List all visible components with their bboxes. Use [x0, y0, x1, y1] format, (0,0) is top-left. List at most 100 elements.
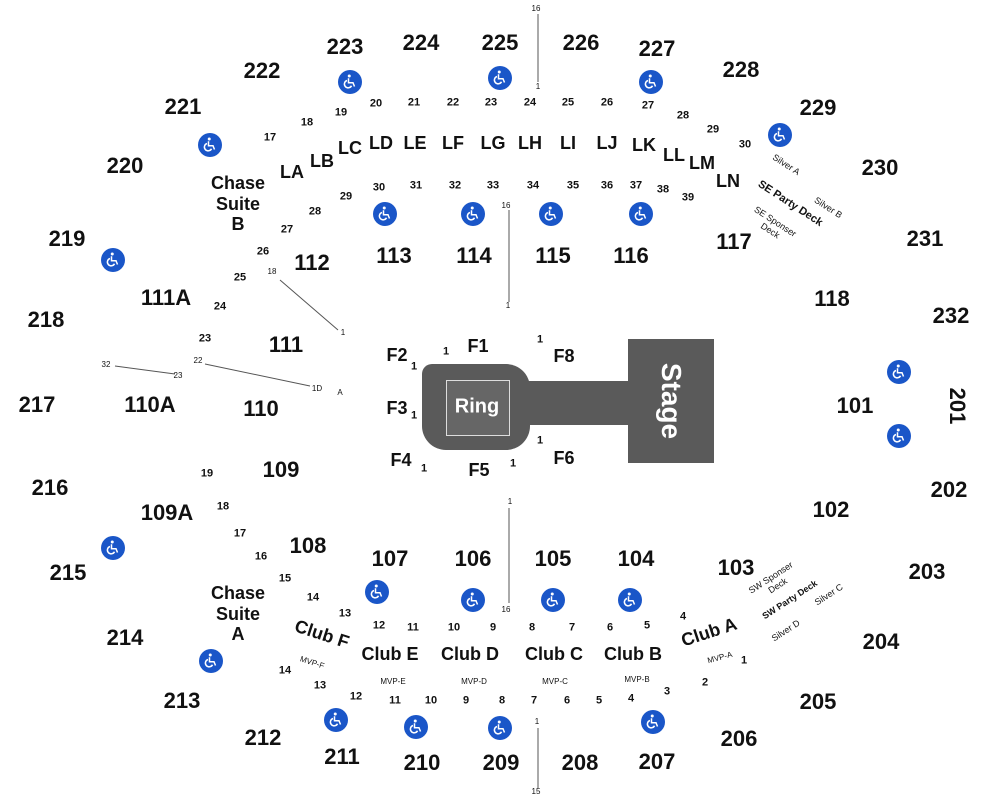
loge-ll[interactable]: LL — [663, 145, 685, 165]
section-204[interactable]: 204 — [862, 629, 900, 654]
section-106[interactable]: 106 — [454, 546, 492, 571]
row-number: 6 — [606, 621, 614, 634]
section-113[interactable]: 113 — [376, 243, 412, 268]
wheelchair-icon — [539, 202, 563, 226]
mvp-b[interactable]: MVP-B — [624, 675, 650, 684]
row-number: 1 — [740, 654, 748, 667]
row-number: 4 — [627, 692, 635, 705]
section-206[interactable]: 206 — [720, 726, 758, 751]
loge-lh[interactable]: LH — [518, 133, 542, 153]
section-f2[interactable]: F2 — [386, 345, 408, 365]
wheelchair-icon — [199, 649, 223, 673]
section-219[interactable]: 219 — [48, 226, 86, 251]
stage-walkway — [526, 381, 630, 425]
loge-le[interactable]: LE — [403, 133, 427, 153]
section-231[interactable]: 231 — [906, 226, 944, 251]
section-109a[interactable]: 109A — [140, 500, 194, 525]
section-115[interactable]: 115 — [535, 243, 571, 268]
section-229[interactable]: 229 — [799, 95, 837, 120]
section-213[interactable]: 213 — [163, 688, 201, 713]
loge-li[interactable]: LI — [560, 133, 576, 153]
section-212[interactable]: 212 — [244, 725, 282, 750]
row-number: 9 — [462, 694, 470, 707]
section-214[interactable]: 214 — [106, 625, 144, 650]
section-225[interactable]: 225 — [481, 30, 519, 55]
section-110[interactable]: 110 — [243, 396, 279, 421]
section-224[interactable]: 224 — [402, 30, 440, 55]
section-227[interactable]: 227 — [638, 36, 676, 61]
section-215[interactable]: 215 — [49, 560, 87, 585]
loge-lc[interactable]: LC — [338, 138, 362, 158]
section-223[interactable]: 223 — [326, 34, 364, 59]
row-number: 35 — [566, 179, 580, 192]
section-221[interactable]: 221 — [164, 94, 202, 119]
wheelchair-icon — [488, 66, 512, 90]
section-103[interactable]: 103 — [717, 555, 755, 580]
section-226[interactable]: 226 — [562, 30, 600, 55]
section-202[interactable]: 202 — [930, 477, 968, 502]
section-117[interactable]: 117 — [716, 229, 752, 254]
section-104[interactable]: 104 — [617, 546, 655, 571]
section-109[interactable]: 109 — [262, 457, 300, 482]
club-b[interactable]: Club B — [604, 644, 662, 664]
loge-lg[interactable]: LG — [480, 133, 506, 153]
section-218[interactable]: 218 — [27, 307, 65, 332]
row-marker: 1D — [311, 384, 323, 393]
section-207[interactable]: 207 — [638, 749, 676, 774]
wheelchair-icon — [541, 588, 565, 612]
mvp-d[interactable]: MVP-D — [461, 677, 487, 686]
club-e[interactable]: Club E — [361, 644, 419, 664]
section-203[interactable]: 203 — [908, 559, 946, 584]
row-number: 23 — [484, 96, 498, 109]
club-c[interactable]: Club C — [525, 644, 583, 664]
section-108[interactable]: 108 — [289, 533, 327, 558]
wheelchair-icon — [365, 580, 389, 604]
section-112[interactable]: 112 — [294, 250, 330, 275]
section-101[interactable]: 101 — [836, 393, 874, 418]
loge-ld[interactable]: LD — [369, 133, 393, 153]
row-marker: 1 — [534, 717, 540, 726]
mvp-c[interactable]: MVP-C — [542, 677, 568, 686]
section-216[interactable]: 216 — [31, 475, 69, 500]
loge-ln[interactable]: LN — [716, 171, 740, 191]
section-118[interactable]: 118 — [814, 286, 850, 311]
section-f3[interactable]: F3 — [386, 398, 408, 418]
loge-lf[interactable]: LF — [442, 133, 464, 153]
section-105[interactable]: 105 — [534, 546, 572, 571]
section-f1[interactable]: F1 — [467, 336, 489, 356]
section-102[interactable]: 102 — [812, 497, 850, 522]
section-110a[interactable]: 110A — [124, 392, 176, 417]
section-f6[interactable]: F6 — [553, 448, 575, 468]
mvp-e[interactable]: MVP-E — [380, 677, 406, 686]
section-111a[interactable]: 111A — [140, 285, 192, 310]
section-114[interactable]: 114 — [456, 243, 492, 268]
section-228[interactable]: 228 — [722, 57, 760, 82]
section-f4[interactable]: F4 — [390, 450, 412, 470]
section-201[interactable]: 201 — [945, 387, 970, 425]
section-210[interactable]: 210 — [403, 750, 441, 775]
section-208[interactable]: 208 — [561, 750, 599, 775]
section-205[interactable]: 205 — [799, 689, 837, 714]
loge-lb[interactable]: LB — [310, 151, 334, 171]
row-marker: 1 — [410, 409, 418, 422]
section-111[interactable]: 111 — [268, 332, 304, 357]
loge-la[interactable]: LA — [280, 162, 304, 182]
row-marker: 1 — [507, 497, 513, 506]
loge-lk[interactable]: LK — [632, 135, 656, 155]
section-217[interactable]: 217 — [18, 392, 56, 417]
section-222[interactable]: 222 — [243, 58, 281, 83]
section-230[interactable]: 230 — [861, 155, 899, 180]
section-f8[interactable]: F8 — [553, 346, 575, 366]
ring[interactable] — [446, 380, 510, 436]
loge-lj[interactable]: LJ — [596, 133, 618, 153]
section-f5[interactable]: F5 — [468, 460, 490, 480]
section-220[interactable]: 220 — [106, 153, 144, 178]
section-209[interactable]: 209 — [482, 750, 520, 775]
section-211[interactable]: 211 — [324, 744, 360, 769]
section-107[interactable]: 107 — [371, 546, 409, 571]
loge-lm[interactable]: LM — [689, 153, 715, 173]
club-d[interactable]: Club D — [441, 644, 499, 664]
section-232[interactable]: 232 — [932, 303, 970, 328]
row-number: 4 — [679, 610, 687, 623]
section-116[interactable]: 116 — [613, 243, 649, 268]
